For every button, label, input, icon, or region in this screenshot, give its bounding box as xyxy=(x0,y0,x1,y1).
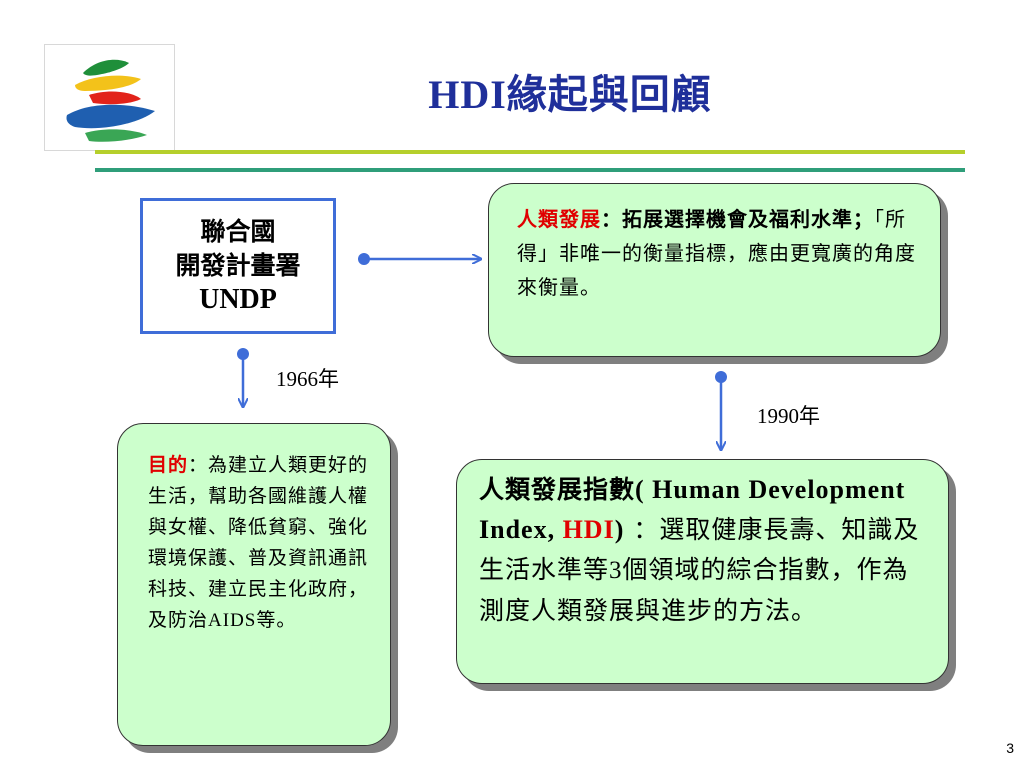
goal-text-end: 等。 xyxy=(256,609,297,631)
arrow-human-development-to-hdi xyxy=(715,371,727,450)
logo xyxy=(44,44,175,151)
arrow-undp-to-human-development xyxy=(358,253,481,265)
goal-text: ：為建立人類更好的生活，幫助各國維護人權與女權、降低貧窮、強化環境保護、普及資訊… xyxy=(148,454,369,631)
hdi-name-en-close: ) xyxy=(614,515,625,544)
arrow-undp-to-goal xyxy=(237,348,249,407)
goal-aids-text: AIDS xyxy=(208,610,257,631)
logo-icon xyxy=(66,59,155,142)
hdi-name-cn: 人類發展指數 xyxy=(479,475,636,504)
header-rule-top xyxy=(95,150,965,154)
human-development-label: 人類發展 xyxy=(517,207,601,231)
goal-box: 目的：為建立人類更好的生活，幫助各國維護人權與女權、降低貧窮、強化環境保護、普及… xyxy=(117,423,391,746)
hdi-box: 人類發展指數( Human Development Index, HDI) ：選… xyxy=(456,459,949,684)
hdi-name-en-open: ( Human Development Index, xyxy=(479,475,906,544)
page-number: 3 xyxy=(1006,740,1014,756)
human-development-text: 「所得」非唯一的衡量指標，應由更寬廣的角度來衡量。 xyxy=(517,207,916,299)
undp-line1: 聯合國 xyxy=(200,217,276,246)
undp-line2: 開發計畫署 xyxy=(175,251,301,280)
page-title: HDI緣起與回顧 xyxy=(428,72,712,117)
undp-box: 聯合國 開發計畫署 UNDP xyxy=(140,198,336,334)
hdi-text-a: ：選取健康長壽、知識及生活水準等 xyxy=(479,515,920,584)
goal-label: 目的 xyxy=(148,454,189,476)
year-label-1966: 1966年 xyxy=(276,367,339,391)
header-rule-bottom xyxy=(95,168,965,172)
hdi-count: 3 xyxy=(609,557,623,584)
undp-line3: UNDP xyxy=(199,284,277,315)
hdi-text-b: 個領域的綜合指數，作為測度人類發展與進步的方法。 xyxy=(479,555,909,625)
hdi-abbr: HDI xyxy=(562,515,615,544)
year-label-1990: 1990年 xyxy=(757,404,820,428)
human-development-box: 人類發展：拓展選擇機會及福利水準；「所得」非唯一的衡量指標，應由更寬廣的角度來衡… xyxy=(488,183,941,357)
human-development-bold-text: ：拓展選擇機會及福利水準； xyxy=(601,207,874,231)
